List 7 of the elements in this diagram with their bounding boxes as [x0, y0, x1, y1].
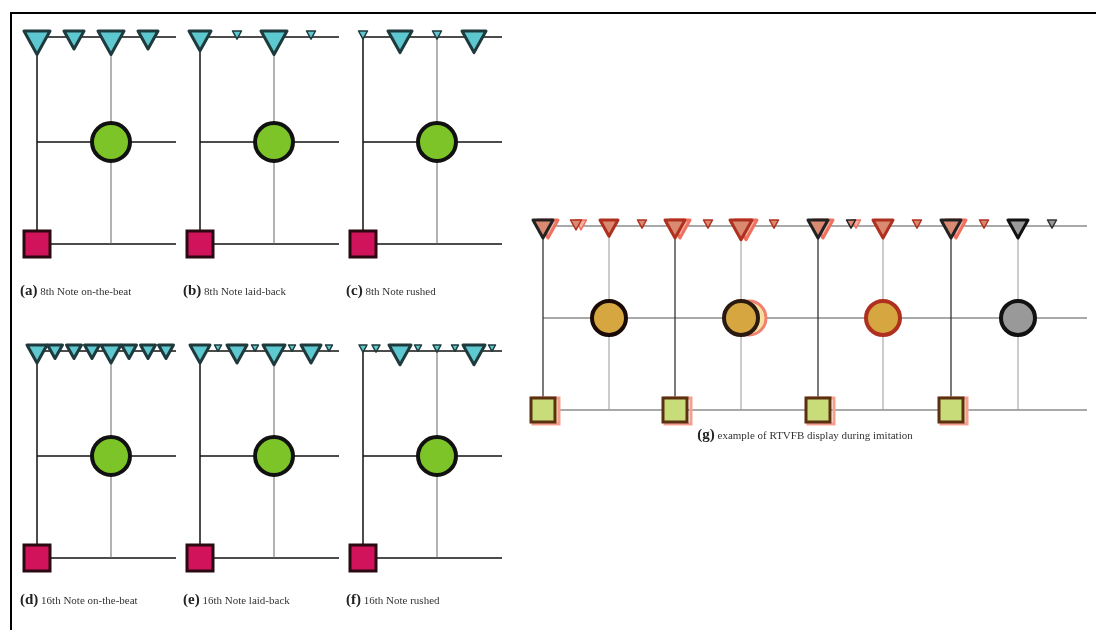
panel-caption: (d) 16th Note on-the-beat [20, 591, 139, 609]
panel-caption: (a) 8th Note on-the-beat [20, 282, 133, 300]
panel-caption: (b) 8th Note laid-back [183, 282, 287, 300]
panel-caption: (g) example of RTVFB display during imitation [696, 426, 914, 444]
panel-caption: (c) 8th Note rushed [346, 282, 437, 300]
panel-caption: (f) 16th Note rushed [346, 591, 441, 609]
panel-caption: (e) 16th Note laid-back [183, 591, 291, 609]
